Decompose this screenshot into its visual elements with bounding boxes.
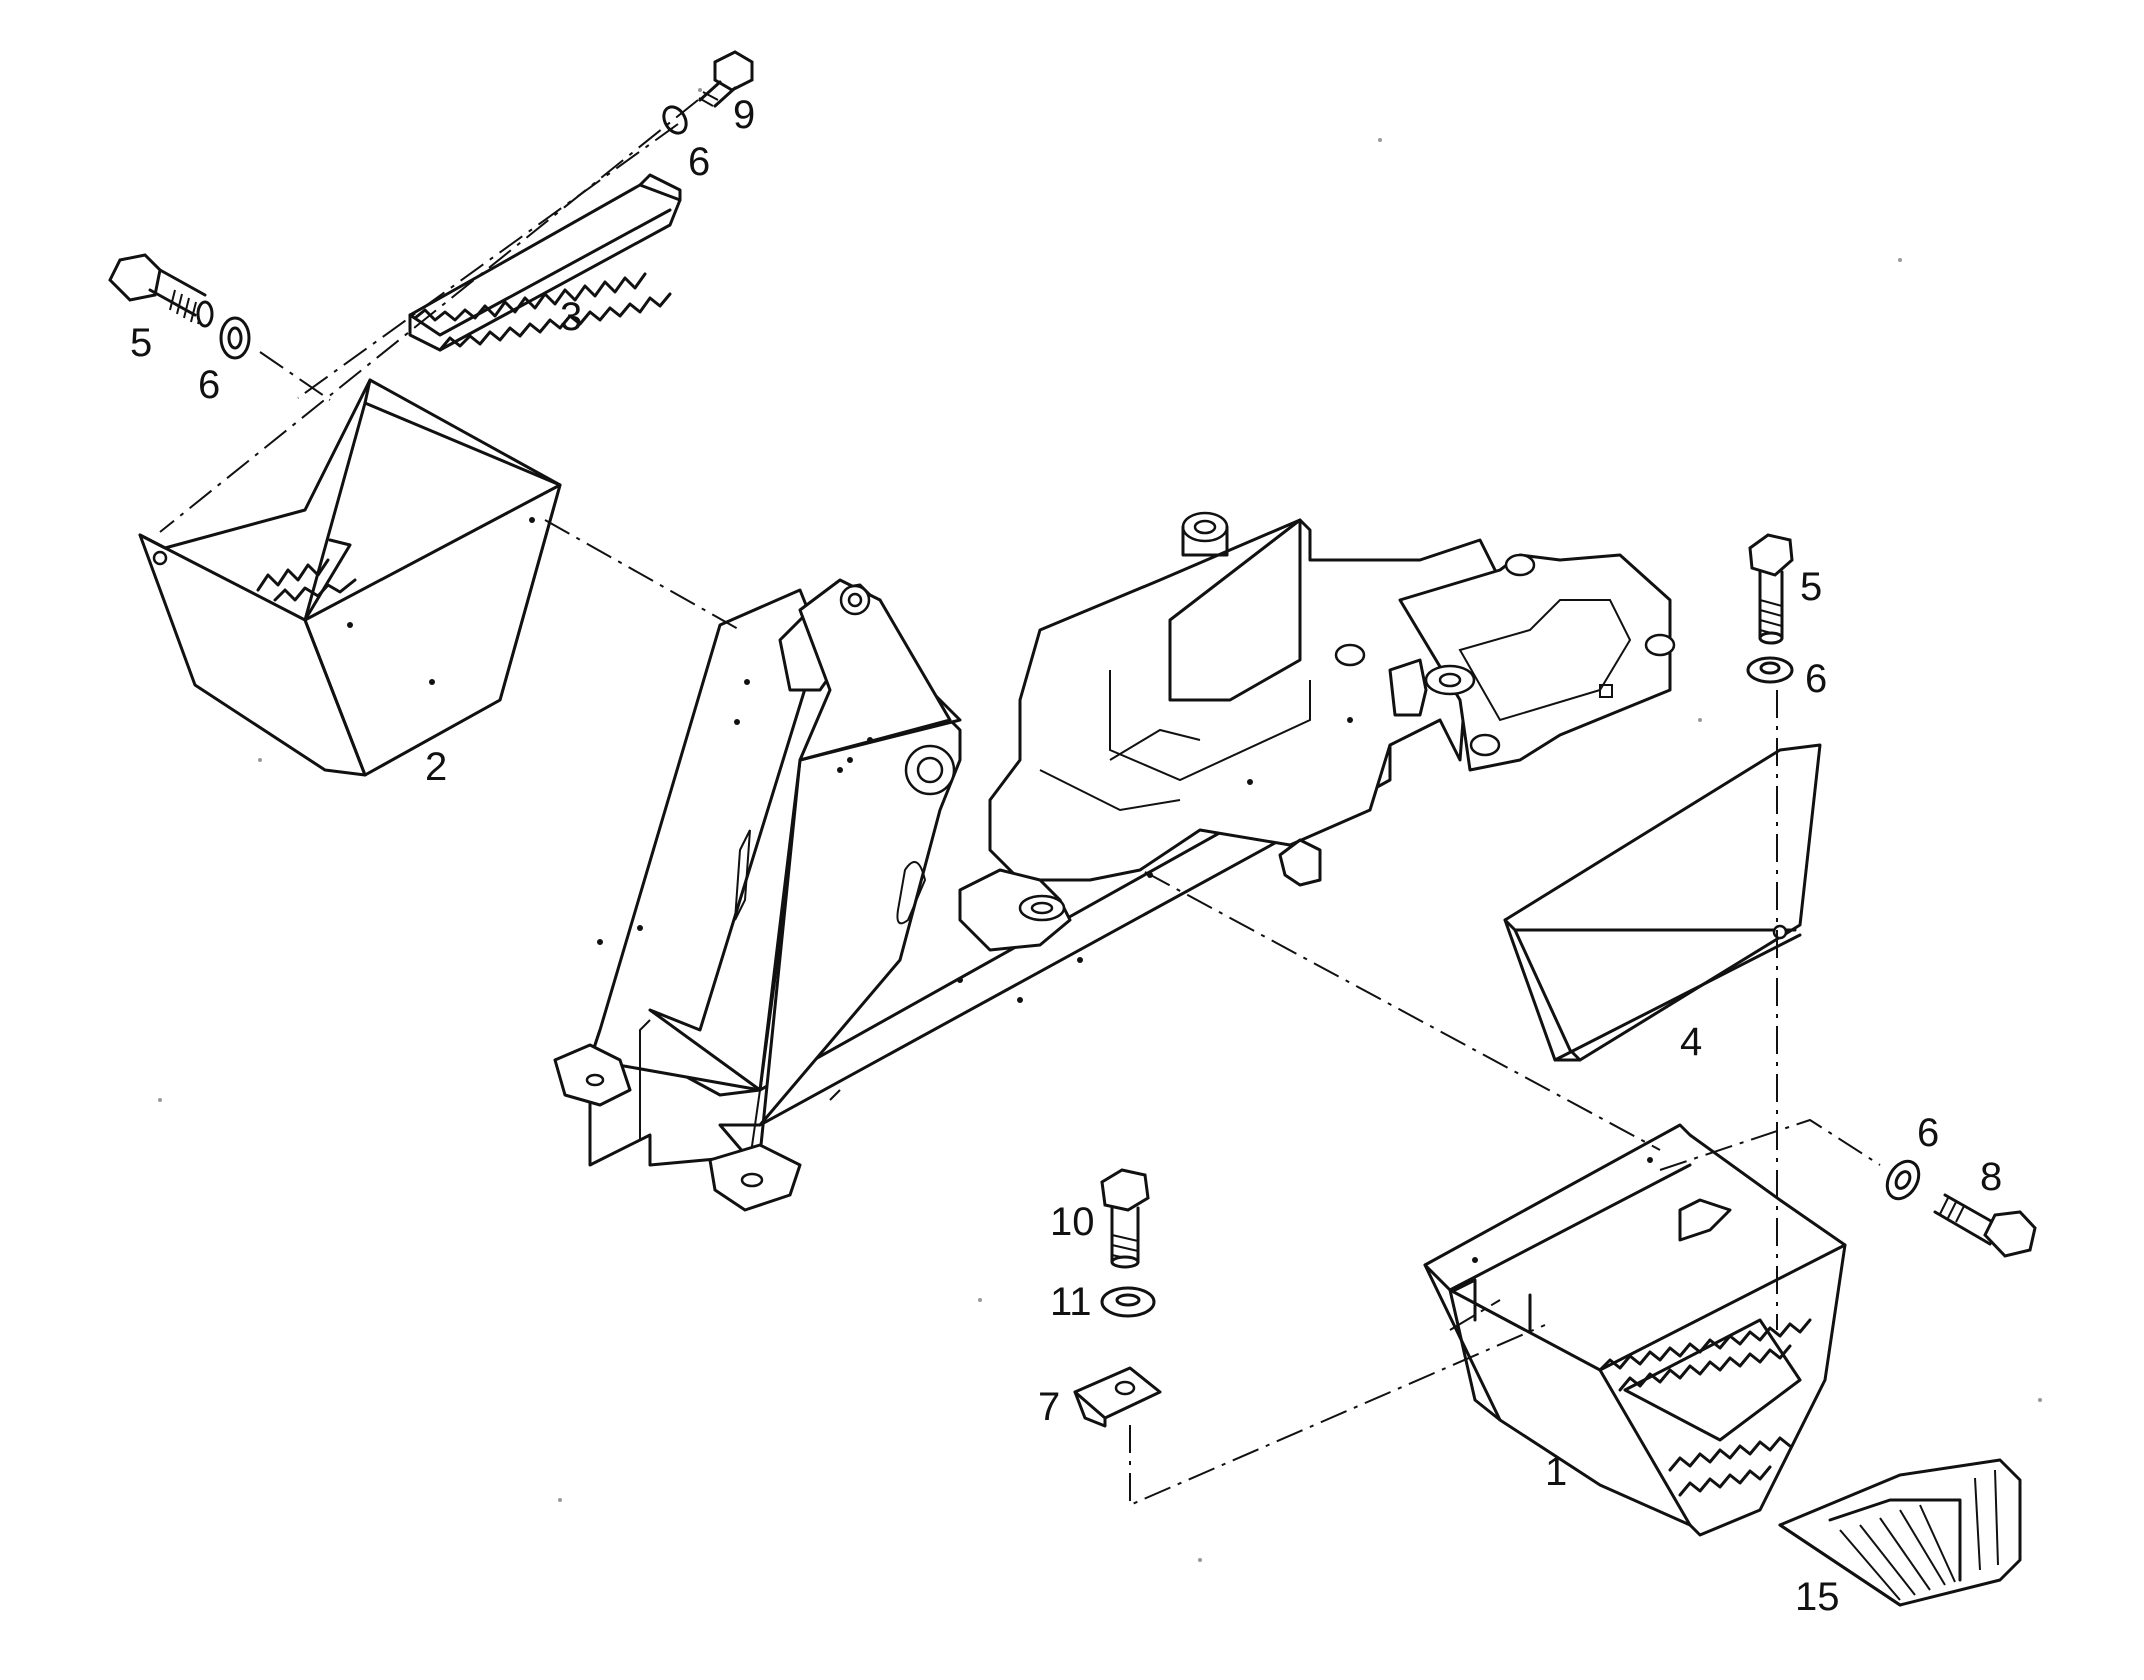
callout-6-right: 6	[1805, 657, 1827, 701]
step-box-1	[1423, 1123, 1847, 1537]
step-box-2	[138, 378, 562, 777]
washer-11	[1100, 1286, 1156, 1318]
bolt-10	[1100, 1168, 1150, 1269]
callout-4: 4	[1680, 1020, 1702, 1064]
callout-8: 8	[1980, 1155, 2002, 1199]
callout-11: 11	[1050, 1280, 1092, 1324]
callout-15: 15	[1795, 1575, 1840, 1619]
callout-2: 2	[425, 745, 447, 789]
washer-6-right	[1746, 656, 1794, 684]
callout-9: 9	[733, 93, 755, 137]
scan-specks	[158, 88, 2042, 1562]
callout-6-left: 6	[198, 363, 220, 407]
callout-10: 10	[1050, 1200, 1095, 1244]
bolt-5-left	[108, 253, 214, 328]
callout-6-top: 6	[688, 140, 710, 184]
tread-strip-3	[408, 173, 682, 352]
main-frame	[553, 511, 1676, 1212]
callout-6-lower: 6	[1917, 1111, 1939, 1155]
clip-7	[1073, 1366, 1162, 1428]
assembly-centerlines	[159, 99, 1881, 1507]
bolt-5-right	[1748, 533, 1794, 645]
callout-7: 7	[1038, 1385, 1060, 1429]
washer-6-left	[219, 316, 251, 360]
callout-5-left: 5	[130, 321, 152, 365]
washer-6-lower	[1885, 1159, 1921, 1201]
washer-6-top	[662, 105, 688, 135]
bolt-9	[698, 50, 754, 108]
callout-5-right: 5	[1800, 565, 1822, 609]
callout-labels: 1 2 3 4 5 5 6 6 6 6 7 8 9 10 11 15	[130, 93, 2002, 1619]
callout-1: 1	[1545, 1450, 1567, 1494]
plate-4	[1503, 743, 1822, 1062]
bolt-8	[1933, 1193, 2037, 1258]
wheel-chock-15	[1778, 1458, 2022, 1607]
callout-3: 3	[560, 295, 582, 339]
